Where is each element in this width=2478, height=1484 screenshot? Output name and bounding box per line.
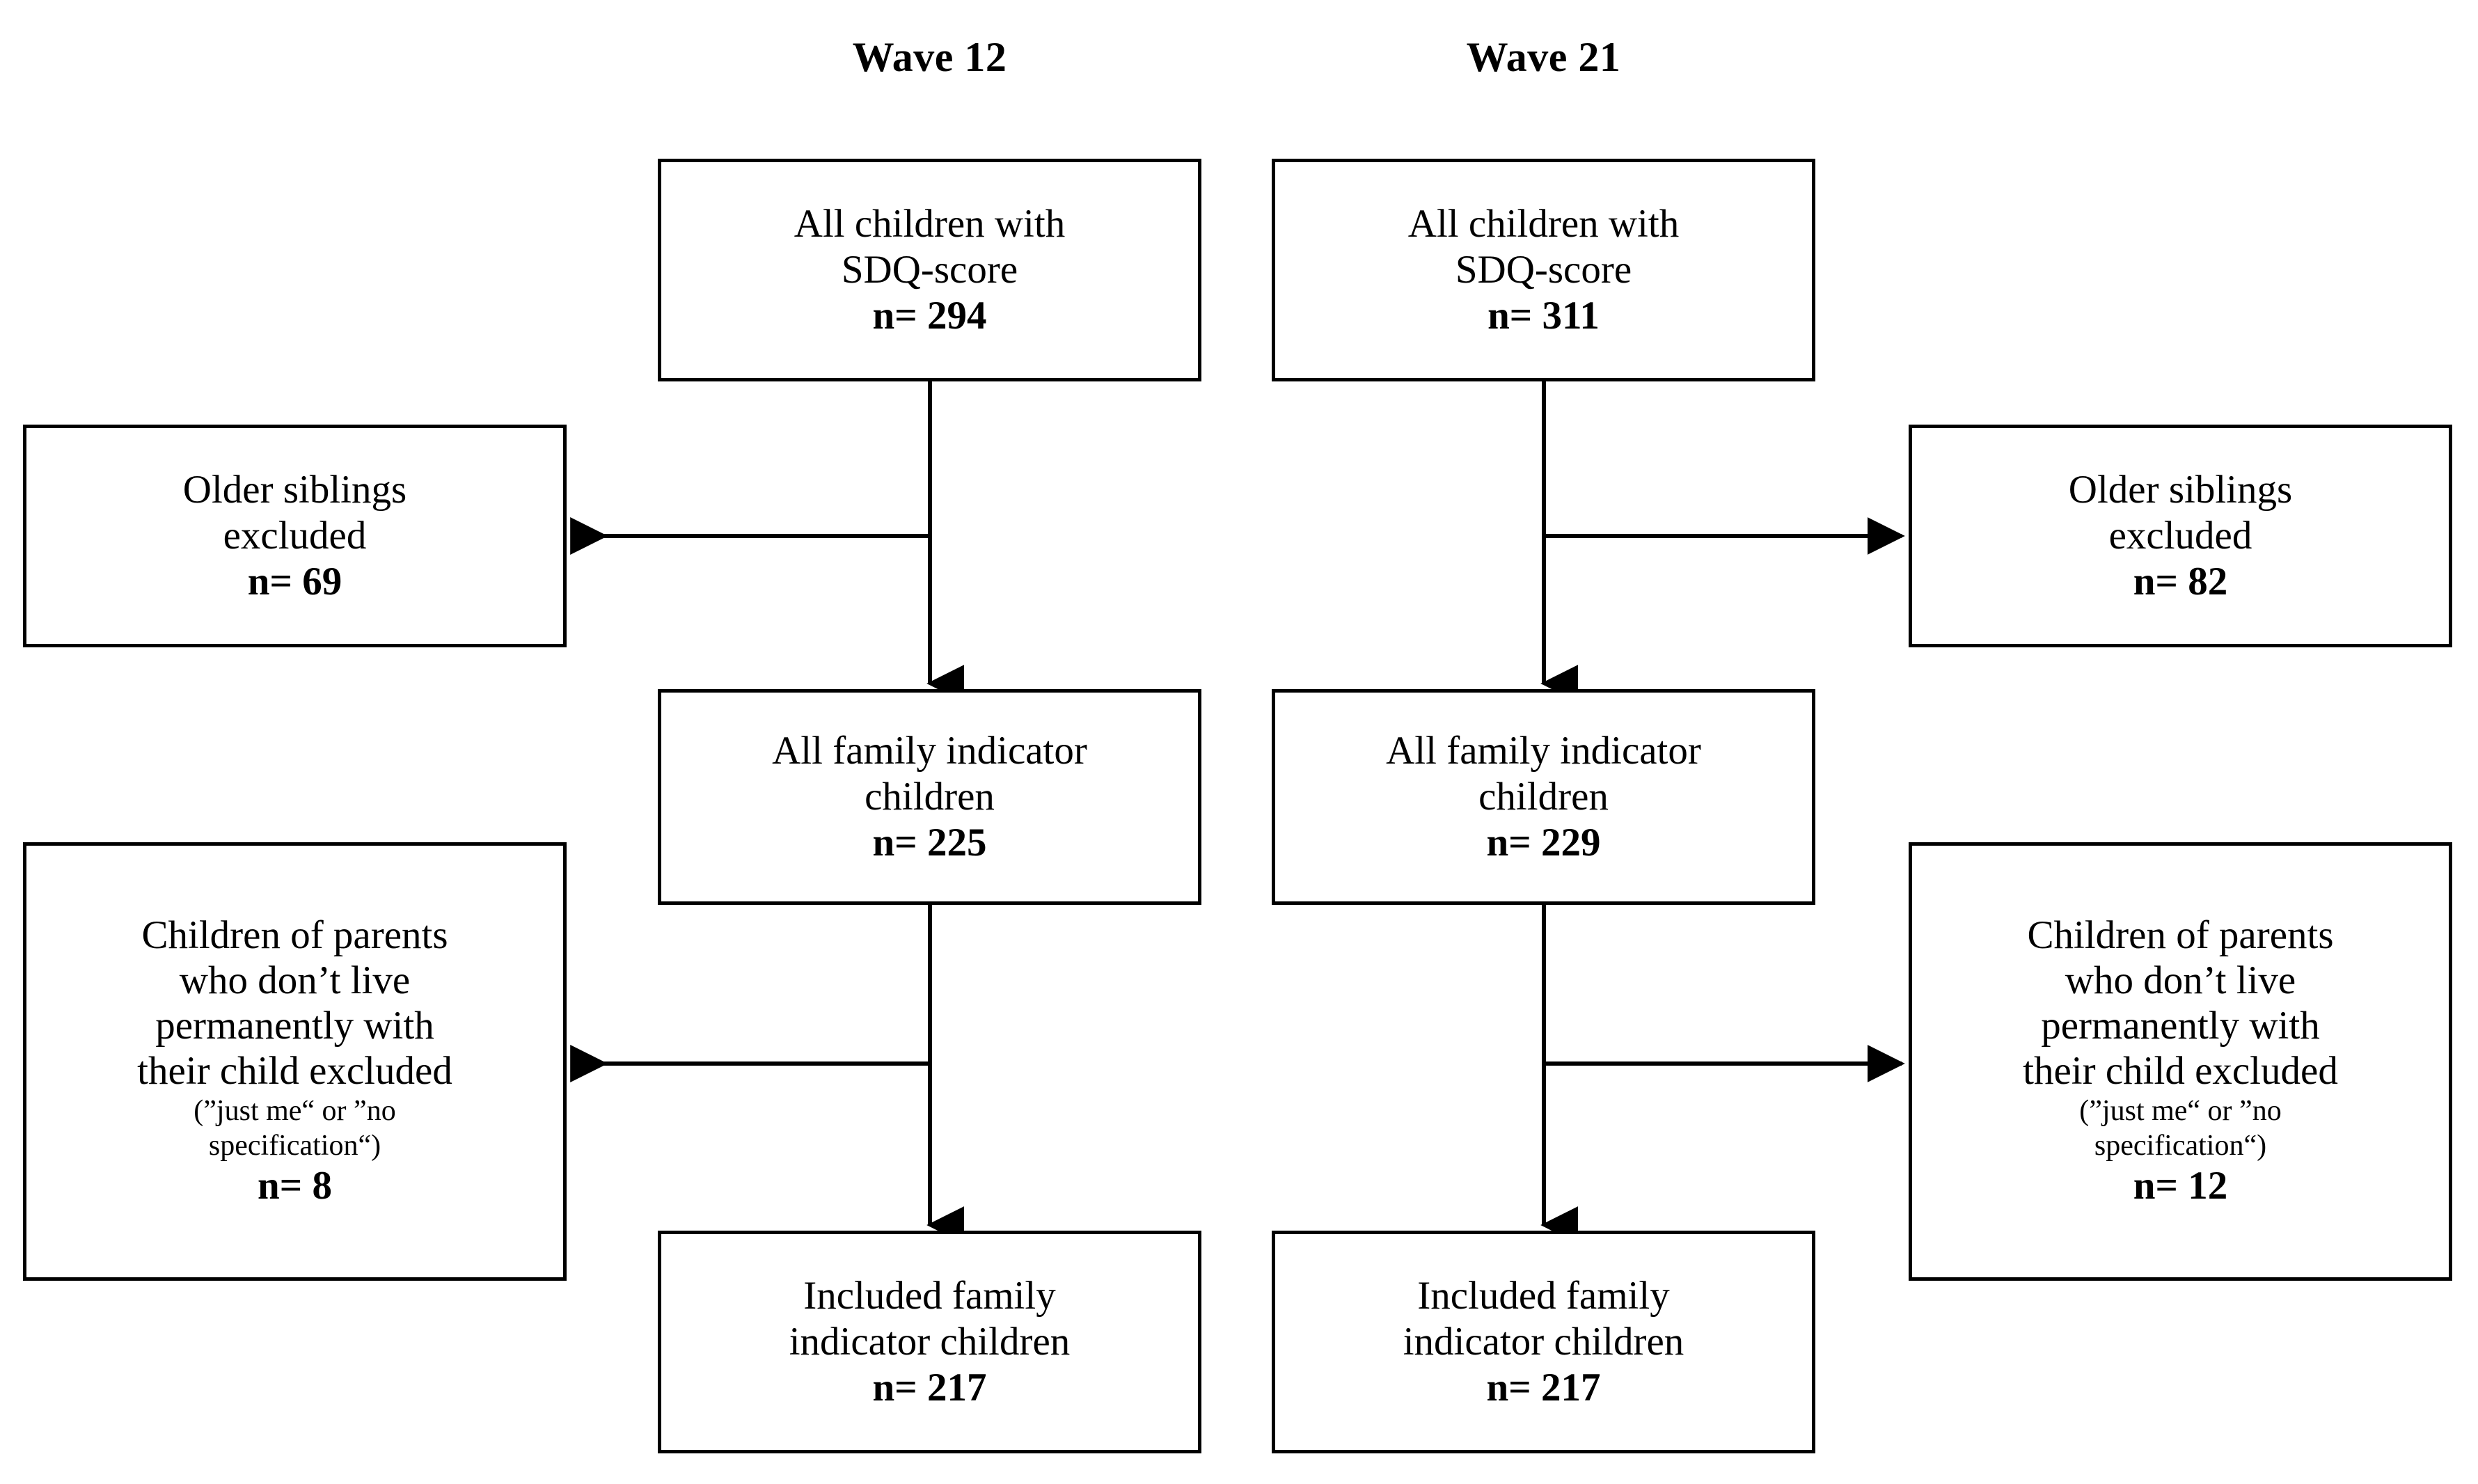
- node-count: n= 217: [872, 1366, 987, 1410]
- node-line: Children of parents: [141, 913, 448, 958]
- node-line: indicator children: [789, 1319, 1071, 1364]
- node-line: their child excluded: [2023, 1049, 2338, 1094]
- node-line: SDQ-score: [1455, 247, 1632, 292]
- node-count: n= 225: [872, 821, 987, 865]
- node-line: Included family: [1417, 1273, 1670, 1318]
- node-note: (”just me“ or ”no: [194, 1095, 396, 1128]
- node-w12-all-family-indicator-children: All family indicator children n= 225: [658, 689, 1201, 905]
- node-line: All family indicator: [1386, 728, 1701, 773]
- column-title-wave-12: Wave 12: [852, 34, 1007, 80]
- node-line: excluded: [2108, 513, 2252, 558]
- node-line: SDQ-score: [841, 247, 1018, 292]
- node-w12-older-siblings-excluded: Older siblings excluded n= 69: [23, 425, 567, 647]
- node-line: Older siblings: [182, 467, 407, 512]
- node-w12-all-children-sdq: All children with SDQ-score n= 294: [658, 159, 1201, 381]
- node-line: their child excluded: [137, 1049, 452, 1094]
- node-line: All children with: [794, 201, 1066, 246]
- node-line: indicator children: [1403, 1319, 1684, 1364]
- node-w21-parents-not-permanent-excluded: Children of parents who don’t live perma…: [1909, 842, 2452, 1281]
- node-line: who don’t live: [2065, 958, 2296, 1003]
- node-line: children: [865, 774, 995, 819]
- node-w12-included-family-indicator-children: Included family indicator children n= 21…: [658, 1231, 1201, 1453]
- node-line: permanently with: [155, 1004, 434, 1048]
- node-count: n= 8: [258, 1164, 332, 1208]
- node-count: n= 217: [1486, 1366, 1601, 1410]
- node-count: n= 82: [2133, 560, 2228, 604]
- node-note: specification“): [208, 1129, 381, 1162]
- node-w21-all-family-indicator-children: All family indicator children n= 229: [1272, 689, 1815, 905]
- node-count: n= 69: [247, 560, 342, 604]
- node-line: Older siblings: [2068, 467, 2293, 512]
- node-line: All children with: [1407, 201, 1680, 246]
- node-line: children: [1478, 774, 1609, 819]
- node-count: n= 229: [1486, 821, 1601, 865]
- node-count: n= 311: [1487, 294, 1600, 338]
- node-line: who don’t live: [179, 958, 411, 1003]
- node-line: All family indicator: [772, 728, 1087, 773]
- node-note: specification“): [2094, 1129, 2267, 1162]
- node-line: permanently with: [2041, 1004, 2320, 1048]
- node-line: Included family: [803, 1273, 1056, 1318]
- node-w12-parents-not-permanent-excluded: Children of parents who don’t live perma…: [23, 842, 567, 1281]
- node-line: Children of parents: [2027, 913, 2334, 958]
- column-title-wave-21: Wave 21: [1466, 34, 1621, 80]
- node-w21-older-siblings-excluded: Older siblings excluded n= 82: [1909, 425, 2452, 647]
- node-note: (”just me“ or ”no: [2079, 1095, 2282, 1128]
- node-line: excluded: [223, 513, 367, 558]
- node-count: n= 294: [872, 294, 987, 338]
- node-count: n= 12: [2133, 1164, 2228, 1208]
- node-w21-all-children-sdq: All children with SDQ-score n= 311: [1272, 159, 1815, 381]
- node-w21-included-family-indicator-children: Included family indicator children n= 21…: [1272, 1231, 1815, 1453]
